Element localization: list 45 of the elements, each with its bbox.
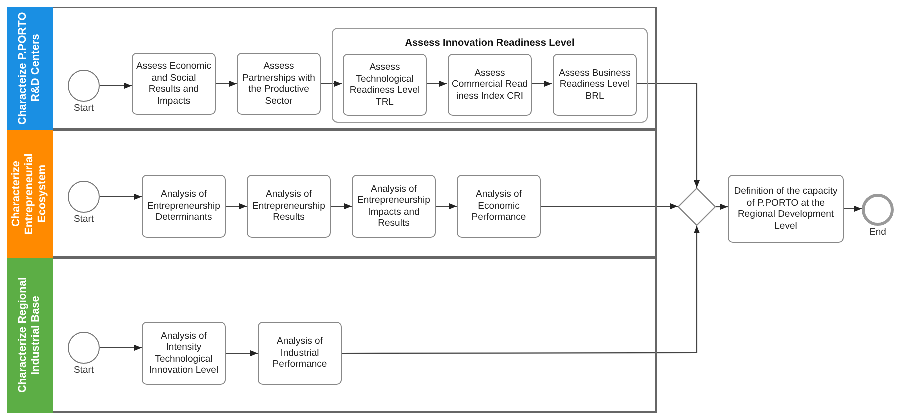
event-label: End bbox=[870, 227, 886, 238]
sequence-arrow bbox=[100, 82, 132, 90]
start-event-circle bbox=[68, 70, 100, 102]
task-box: Analysis of Intensity Technological Innovation Level bbox=[142, 322, 226, 385]
group-title: Assess Innovation Readiness Level bbox=[404, 38, 576, 49]
end-event-circle bbox=[862, 194, 894, 226]
lane-header: Characteize P.PORTO R&D Centers bbox=[7, 7, 53, 130]
sequence-arrow bbox=[100, 194, 142, 200]
sequence-arrow bbox=[216, 80, 237, 88]
task-box: Analysis of Industrial Performance bbox=[258, 322, 342, 385]
sequence-arrow bbox=[716, 204, 728, 210]
lane-header: Characterize Entrepreneurial Ecosystem bbox=[7, 130, 53, 258]
task-box: Assess Business Readiness Level BRL bbox=[553, 54, 637, 116]
event-label: Start bbox=[74, 214, 94, 225]
event-label: Start bbox=[74, 103, 94, 114]
sequence-arrow bbox=[342, 226, 700, 354]
task-box: Definition of the capacity of P.PORTO at the Regional Development Level bbox=[728, 175, 844, 243]
sequence-arrow bbox=[426, 80, 447, 88]
sequence-arrow bbox=[844, 206, 862, 212]
task-box: Analysis of Entrepreneurship Impacts and Results bbox=[352, 175, 436, 238]
start-event-circle bbox=[68, 181, 100, 213]
group-frame bbox=[332, 28, 648, 123]
task-box: Analysis of Economic Performance bbox=[457, 175, 541, 238]
swimlane bbox=[7, 7, 657, 130]
task-box: Assess Technological Readiness Level TRL bbox=[343, 54, 427, 116]
sequence-arrow bbox=[636, 83, 700, 188]
sequence-arrow bbox=[331, 203, 352, 210]
sequence-arrow bbox=[226, 350, 258, 357]
sequence-arrow bbox=[436, 203, 457, 210]
gateway-diamond bbox=[678, 188, 716, 226]
task-box: Assess Commercial Read iness Index CRI bbox=[448, 54, 532, 116]
sequence-arrow bbox=[226, 203, 247, 210]
sequence-arrow bbox=[100, 344, 142, 352]
start-event-circle bbox=[68, 332, 100, 364]
swimlane bbox=[7, 258, 657, 413]
sequence-arrow bbox=[531, 80, 552, 88]
task-box: Analysis of Entrepreneurship Results bbox=[247, 175, 331, 238]
lane-header: Characterize Regional Industrial Base bbox=[7, 258, 53, 413]
sequence-arrow bbox=[541, 203, 678, 210]
event-label: Start bbox=[74, 365, 94, 376]
task-box: Analysis of Entrepreneurship Determinants bbox=[142, 175, 226, 238]
task-box: Assess Partnerships with the Productive Sector bbox=[237, 53, 321, 115]
task-box: Assess Economic and Social Results and Impacts bbox=[132, 53, 216, 115]
sequence-arrow bbox=[321, 80, 342, 88]
swimlane bbox=[7, 130, 657, 258]
